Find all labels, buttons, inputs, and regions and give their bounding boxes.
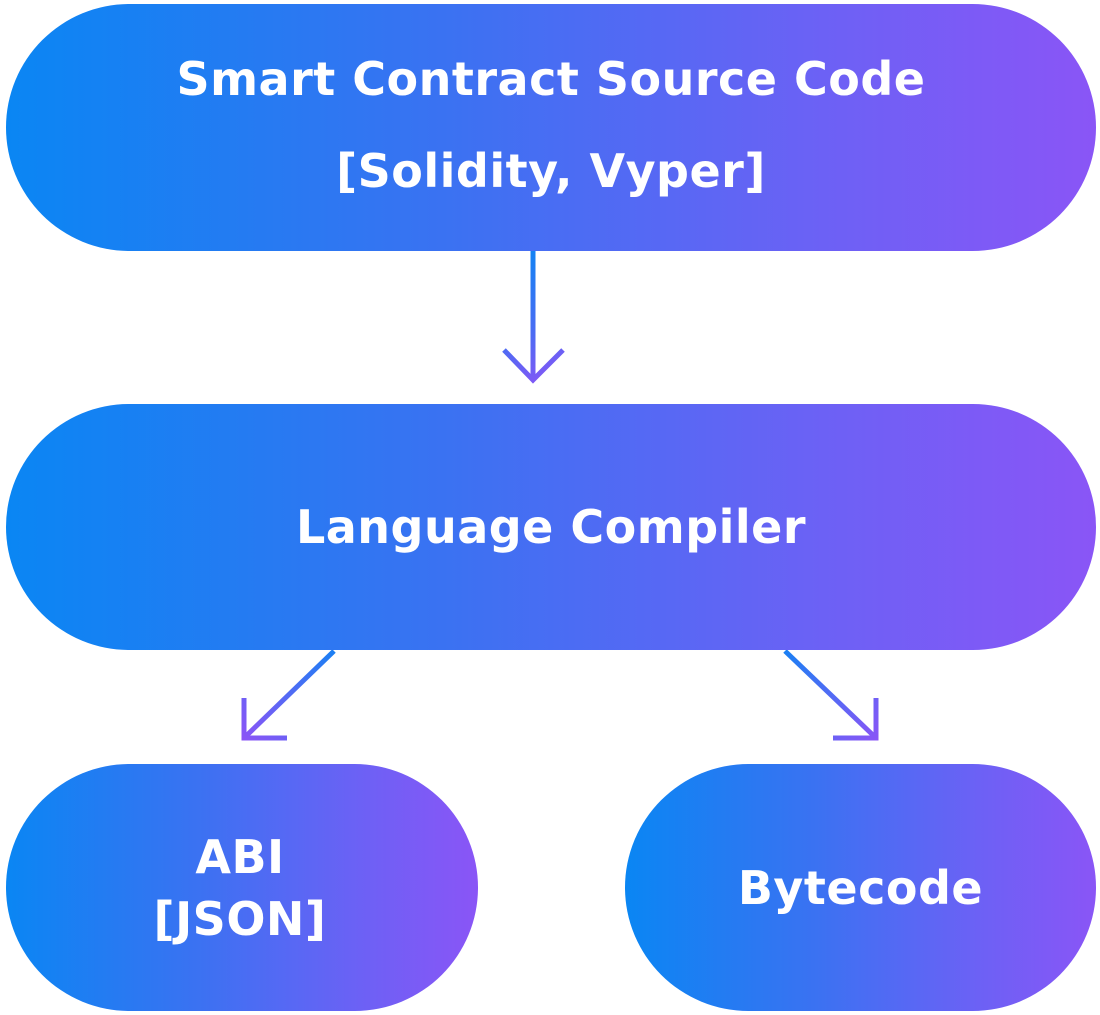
- abi-node: ABI [JSON]: [6, 764, 478, 1011]
- bytecode-node: Bytecode: [625, 764, 1096, 1011]
- arrow-compiler-to-abi: [241, 649, 336, 741]
- bytecode-label: Bytecode: [737, 860, 984, 915]
- compiler-node: Language Compiler: [6, 404, 1096, 650]
- source-code-node: Smart Contract Source Code [Solidity, Vy…: [6, 4, 1096, 251]
- abi-format: [JSON]: [153, 891, 327, 946]
- arrow-source-to-compiler: [502, 251, 565, 384]
- source-code-languages: [Solidity, Vyper]: [336, 143, 766, 198]
- compiler-label: Language Compiler: [295, 500, 807, 554]
- source-code-title: Smart Contract Source Code: [176, 51, 926, 106]
- abi-title: ABI: [195, 829, 285, 884]
- arrow-compiler-to-bytecode: [783, 649, 879, 741]
